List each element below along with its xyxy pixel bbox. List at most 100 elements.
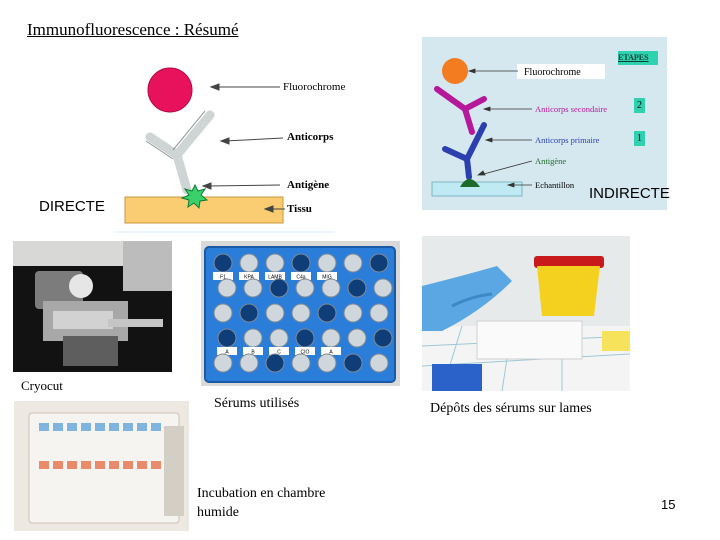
serum-tube — [217, 328, 237, 348]
serum-tube — [243, 328, 263, 348]
serum-tube — [369, 353, 389, 373]
caption-cryocut: Cryocut — [21, 378, 63, 393]
serum-tube-label: KPA — [244, 275, 254, 281]
serum-tube — [343, 353, 363, 373]
serum-tube — [321, 328, 341, 348]
serum-tube — [369, 303, 389, 323]
slide-well-bottom — [151, 461, 161, 469]
serum-tube — [239, 303, 259, 323]
label-step-2: 2 — [637, 100, 642, 111]
serum-tube-label: B — [251, 350, 255, 356]
step-badge-1 — [634, 131, 645, 146]
caption-incubation-line1: Incubation en chambre — [197, 486, 326, 501]
serum-tube — [217, 278, 237, 298]
serum-tube — [269, 328, 289, 348]
slide-well-top — [81, 423, 91, 431]
serum-tube — [321, 278, 341, 298]
etapes-badge — [618, 51, 658, 65]
serum-tube-label: LAMB — [268, 275, 282, 281]
serum-tube-label: CIO — [301, 350, 310, 356]
secondary-antibody-shape — [434, 86, 487, 135]
slide-title: Immunofluorescence : Résumé — [27, 20, 239, 39]
depots-photo — [422, 236, 630, 391]
slide-well-bottom — [39, 461, 49, 469]
label-anticorps-secondaire: Anticorps secondaire — [535, 104, 607, 114]
cryocut-photo — [13, 241, 172, 372]
serum-tube — [373, 328, 393, 348]
serum-tube — [213, 253, 233, 273]
indirect-if-diagram — [422, 37, 667, 210]
serum-tube — [291, 303, 311, 323]
serum-tube — [317, 353, 337, 373]
serum-tube — [291, 253, 311, 273]
step-badge-2 — [634, 98, 645, 113]
slide-well-bottom — [67, 461, 77, 469]
direct-if-diagram — [115, 55, 355, 235]
slide-well-bottom — [137, 461, 147, 469]
label-fluorochrome-indirect: Fluorochrome — [524, 67, 581, 78]
label-anticorps-primaire: Anticorps primaire — [535, 135, 600, 145]
caption-serums: Sérums utilisés — [214, 396, 300, 411]
serum-tube — [295, 328, 315, 348]
label-anticorps-direct: Anticorps — [287, 131, 334, 143]
slide-well-top — [53, 423, 63, 431]
slide-well-top — [151, 423, 161, 431]
slide-well-bottom — [81, 461, 91, 469]
serum-tube-label: A — [225, 350, 229, 356]
serum-tube — [239, 253, 259, 273]
slide-well-top — [137, 423, 147, 431]
caption-directe: DIRECTE — [39, 198, 105, 215]
serum-tube — [213, 353, 233, 373]
serum-tube — [265, 303, 285, 323]
tissue-bar — [124, 196, 284, 224]
serum-tube — [269, 278, 289, 298]
slide-well-top — [39, 423, 49, 431]
serum-tube — [317, 303, 337, 323]
slide-well-top — [123, 423, 133, 431]
label-tissu-direct: Tissu — [287, 203, 312, 215]
slide-well-top — [95, 423, 105, 431]
serum-tube — [373, 278, 393, 298]
direct-if-illustration — [115, 67, 335, 233]
label-fluorochrome-direct: Fluorochrome — [283, 81, 346, 93]
label-step-1: 1 — [637, 133, 642, 144]
antigen-blob — [460, 179, 480, 187]
slide-well-bottom — [95, 461, 105, 469]
caption-depots: Dépôts des sérums sur lames — [430, 401, 592, 416]
serum-tube — [347, 328, 367, 348]
serum-tube — [213, 303, 233, 323]
serum-tube — [243, 278, 263, 298]
fluorochrome-dot — [442, 58, 468, 84]
serum-tube — [295, 278, 315, 298]
page-number: 15 — [661, 497, 676, 512]
serum-tube — [347, 278, 367, 298]
serum-tube — [265, 253, 285, 273]
caption-indirecte: INDIRECTE — [589, 185, 670, 202]
serum-tube — [343, 253, 363, 273]
label-antigene-direct: Antigène — [287, 179, 330, 191]
indirect-if-illustration — [431, 51, 658, 197]
serum-tube-label: A — [329, 350, 333, 356]
label-echantillon: Echantillon — [535, 180, 575, 190]
slide-well-bottom — [53, 461, 63, 469]
antigen-star — [180, 183, 209, 210]
slide-well-bottom — [123, 461, 133, 469]
serum-tube — [343, 303, 363, 323]
echantillon-slab — [431, 181, 523, 197]
slide-well-bottom — [109, 461, 119, 469]
serum-tube-label: C4a — [296, 275, 305, 281]
serum-tube-label: C — [277, 350, 281, 356]
serum-tube-label: MIG — [322, 275, 332, 281]
slide-well-top — [67, 423, 77, 431]
primary-antibody-shape — [442, 122, 487, 180]
incubation-photo — [14, 401, 189, 531]
label-etapes: ETAPES — [618, 53, 649, 62]
serum-tube — [317, 253, 337, 273]
serum-tube-label: F1 — [220, 275, 226, 281]
antibody-shape — [145, 110, 215, 195]
slide-well-top — [109, 423, 119, 431]
serum-tube — [291, 353, 311, 373]
label-antigene-indirect: Antigène — [535, 156, 567, 166]
fluorochrome-circle — [147, 67, 193, 113]
serum-tube — [239, 353, 259, 373]
